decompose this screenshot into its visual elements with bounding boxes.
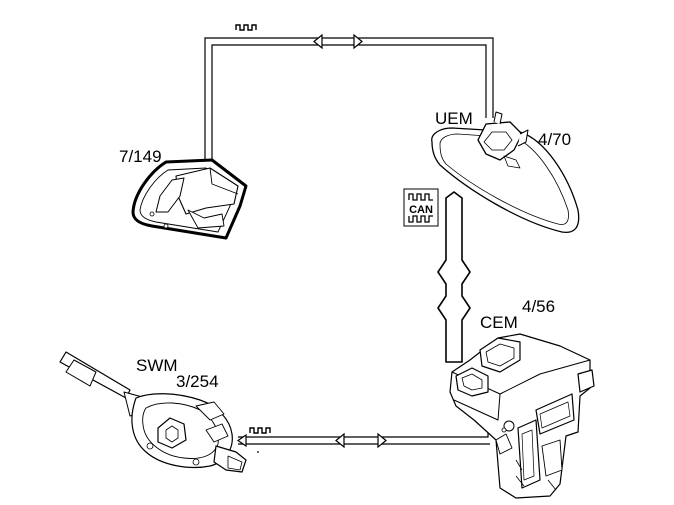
wire-swm-cem — [238, 431, 490, 445]
swm-ref: 3/254 — [176, 372, 219, 391]
can-bus-badge: CAN — [403, 188, 439, 227]
pulse-signal-icon — [235, 24, 257, 31]
cem-ref: 4/56 — [522, 297, 555, 316]
uem-ref: 4/70 — [538, 130, 571, 149]
can-bus-arrow — [437, 191, 471, 363]
dot-mark — [257, 451, 259, 453]
cem-module — [449, 333, 595, 499]
can-label: CAN — [409, 204, 433, 216]
swm-name: SWM — [136, 356, 178, 375]
wire-arrows-top — [313, 33, 363, 50]
sensor-ref: 7/149 — [119, 147, 162, 166]
uem-name: UEM — [435, 109, 473, 128]
wire-sensor-uem — [204, 37, 494, 160]
pulse-signal-icon-bottom — [249, 427, 271, 434]
swm-module — [59, 351, 247, 473]
sensor-module-7-149 — [131, 158, 248, 240]
wire-arrows-bottom — [236, 432, 387, 449]
uem-module — [431, 111, 580, 234]
cem-name: CEM — [480, 313, 518, 332]
